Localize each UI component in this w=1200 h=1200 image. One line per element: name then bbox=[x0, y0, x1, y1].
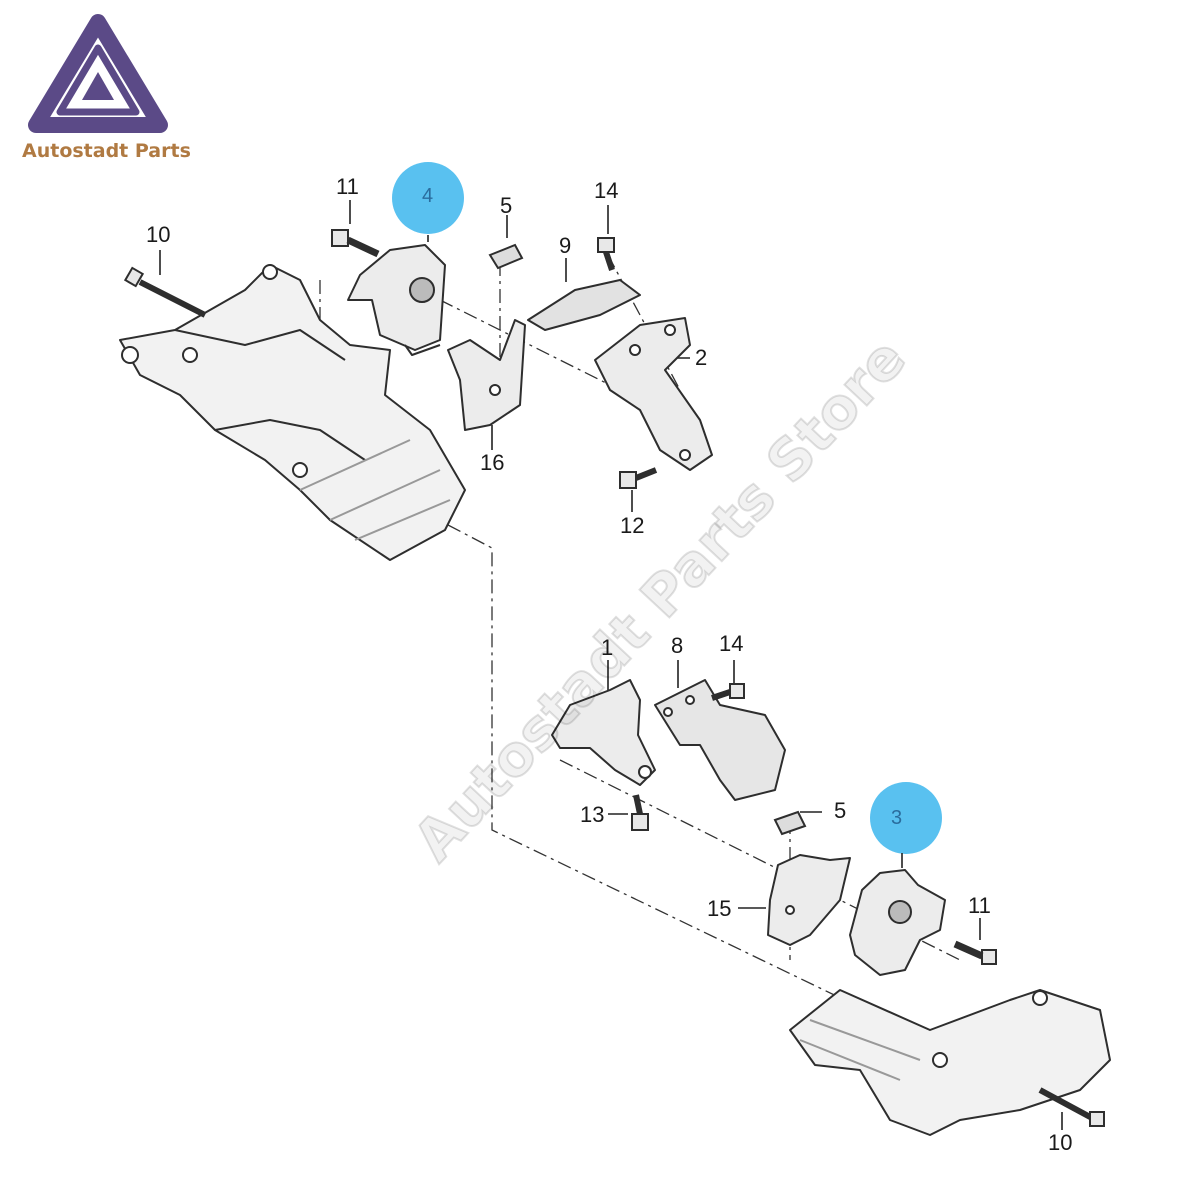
brand-logo bbox=[28, 14, 168, 133]
clip-5-top bbox=[488, 243, 524, 270]
bolt-10-bottom bbox=[1038, 1087, 1105, 1127]
callout-14-bottom: 14 bbox=[719, 631, 744, 656]
callout-14-top: 14 bbox=[594, 178, 619, 203]
callout-8: 8 bbox=[671, 633, 684, 658]
callout-16: 16 bbox=[480, 450, 505, 475]
bolt-13 bbox=[631, 794, 649, 831]
callout-2: 2 bbox=[695, 345, 708, 370]
bracket-2 bbox=[594, 317, 713, 471]
bolt-11-top bbox=[331, 229, 380, 258]
callout-13: 13 bbox=[580, 802, 605, 827]
callout-12: 12 bbox=[620, 513, 645, 538]
callout-11-bottom: 11 bbox=[968, 893, 991, 918]
highlight-circle-3 bbox=[870, 782, 942, 854]
front-subframe-bottom bbox=[789, 989, 1111, 1136]
engine-mount-4 bbox=[347, 244, 446, 356]
callout-10-top: 10 bbox=[146, 222, 171, 247]
bolt-12 bbox=[619, 467, 658, 489]
bracket-16 bbox=[447, 319, 526, 431]
bracket-1 bbox=[551, 679, 656, 786]
bolt-14-bottom bbox=[711, 683, 745, 701]
engine-mount-3 bbox=[849, 869, 946, 976]
leader-lines bbox=[159, 200, 1063, 1130]
callout-5-top: 5 bbox=[500, 193, 513, 218]
highlight-circle-4 bbox=[392, 162, 464, 234]
clip-5-bottom bbox=[773, 810, 807, 836]
bolt-11-bottom bbox=[953, 940, 997, 965]
heat-shield-9 bbox=[527, 279, 641, 331]
callout-1: 1 bbox=[601, 635, 614, 660]
callout-3: 3 bbox=[891, 807, 903, 829]
callout-5-bottom: 5 bbox=[834, 798, 847, 823]
brand-name: Autostadt Parts bbox=[22, 140, 191, 162]
front-subframe-top bbox=[119, 264, 466, 561]
bolt-10-top bbox=[123, 266, 207, 318]
callout-15: 15 bbox=[707, 896, 732, 921]
callout-4: 4 bbox=[422, 185, 434, 207]
callout-11-top: 11 bbox=[336, 174, 359, 199]
bolt-14-top bbox=[597, 237, 615, 271]
callout-9: 9 bbox=[559, 233, 572, 258]
callout-10-bottom: 10 bbox=[1048, 1130, 1073, 1155]
bracket-15 bbox=[767, 854, 851, 946]
